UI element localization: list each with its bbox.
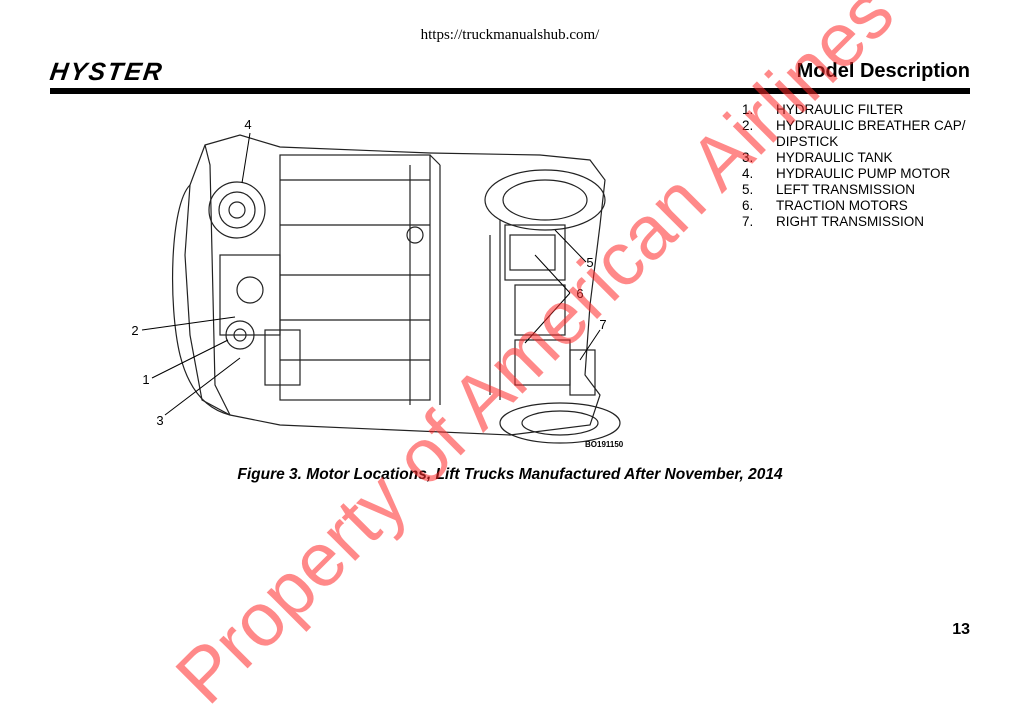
traction-motor-upper [514, 284, 566, 336]
legend-item: 6.TRACTION MOTORS [742, 198, 908, 213]
right-transmission [569, 349, 596, 396]
callout-6: 6 [576, 286, 583, 301]
motor-locations-diagram: 4 2 1 3 5 6 7 [131, 117, 621, 444]
legend-item: 7.RIGHT TRANSMISSION [742, 214, 925, 229]
callout-2: 2 [131, 323, 138, 338]
legend-item: 5.LEFT TRANSMISSION [742, 182, 916, 197]
legend-item: 4.HYDRAULIC PUMP MOTOR [742, 166, 951, 181]
callout-7: 7 [599, 317, 606, 332]
legend-item: 3.HYDRAULIC TANK [742, 150, 893, 165]
chassis-outline [184, 134, 606, 436]
breather-cap [236, 276, 264, 304]
left-transmission [504, 224, 566, 281]
callout-1: 1 [142, 372, 149, 387]
callout-3: 3 [156, 413, 163, 428]
top-wheel [484, 169, 606, 231]
battery-compartment [279, 154, 431, 401]
hydraulic-pump-motor [208, 181, 266, 239]
header-rule [50, 88, 970, 94]
figure-caption: Figure 3. Motor Locations, Lift Trucks M… [237, 466, 783, 483]
legend-item: 1.HYDRAULIC FILTER [742, 102, 904, 117]
callout-5: 5 [586, 255, 593, 270]
hydraulic-filter [225, 320, 255, 350]
figure-id: BO191150 [585, 440, 624, 449]
traction-motor-lower [514, 339, 571, 386]
source-url[interactable]: https://truckmanualshub.com/ [420, 27, 600, 43]
hydraulic-tank [219, 254, 281, 336]
section-title: Model Description [796, 60, 970, 82]
hyster-logo: HYSTER [48, 58, 166, 86]
parts-legend: 1.HYDRAULIC FILTER 2.HYDRAULIC BREATHER … [742, 102, 982, 230]
callout-4: 4 [244, 117, 251, 132]
legend-item: 2.HYDRAULIC BREATHER CAP/ DIPSTICK [742, 118, 966, 149]
page-number: 13 [952, 621, 970, 638]
bottom-wheel [499, 402, 621, 444]
counterweight [172, 184, 231, 416]
